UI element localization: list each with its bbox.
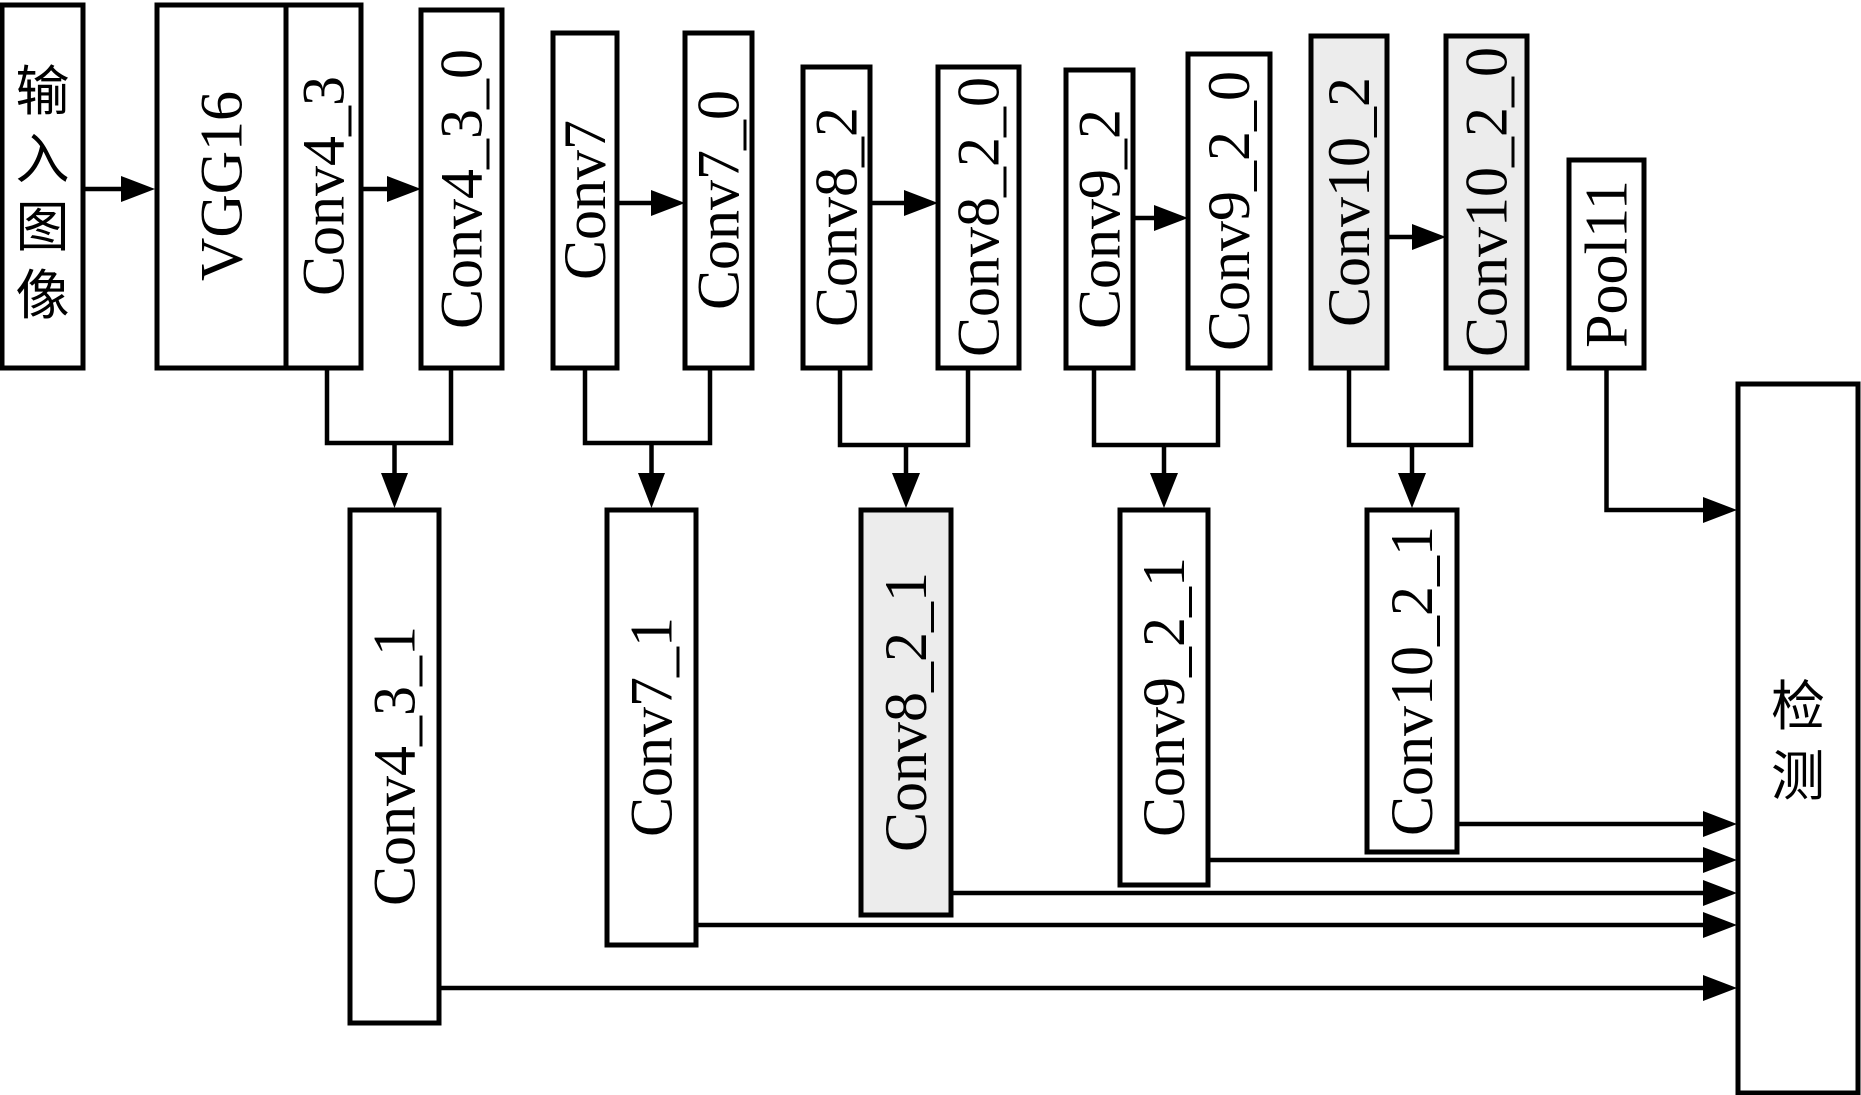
conv7-1-box — [604, 507, 699, 948]
input-char-3: 图 — [16, 196, 70, 259]
arrowhead-conv8-2-conv8-2-0 — [904, 190, 938, 216]
conv7-1-label: Conv7_1 — [619, 617, 685, 837]
merge-conv9-2 — [1091, 368, 1221, 448]
merge-conv4-3 — [324, 368, 454, 446]
merge-conv8-2-arrowhead — [892, 473, 920, 508]
conv10-2-0-box — [1443, 33, 1530, 371]
conv10-2-1-box — [1364, 507, 1460, 855]
arrowhead-conv4-3-conv4-3-0 — [387, 176, 421, 202]
conv4-3-1-box — [347, 507, 442, 1026]
conv10-2-label: Conv10_2 — [1316, 77, 1382, 327]
detect-label: 检 测 — [1771, 675, 1825, 808]
conv8-2-box — [800, 64, 873, 371]
conv4-3-0-label: Conv4_3_0 — [429, 49, 495, 329]
conv10-2-1-label: Conv10_2_1 — [1379, 526, 1445, 836]
conv10-2-1-to-detect-arrowhead — [1703, 811, 1737, 837]
input-char-2: 入 — [16, 128, 70, 191]
arrowhead-input-vgg16 — [121, 176, 155, 202]
conv9-2-1-box — [1117, 507, 1211, 888]
detect-box — [1735, 381, 1861, 1095]
conv4-3-label: Conv4_3 — [291, 76, 357, 296]
pool11-to-detect-arrowhead — [1703, 497, 1737, 523]
merge-conv10-2-arrowhead — [1398, 473, 1426, 508]
detect-char-2: 测 — [1771, 745, 1825, 808]
merge-conv7-arrowhead — [638, 473, 665, 508]
input-char-4: 像 — [16, 264, 70, 327]
conv7-0-label: Conv7_0 — [686, 90, 752, 310]
detect-char-1: 检 — [1771, 675, 1825, 738]
merge-conv4-3-arrowhead — [381, 473, 408, 508]
conv7-0-box — [682, 30, 755, 371]
input-label: 输 入 图 像 — [16, 60, 70, 327]
conv8-2-1-box — [858, 507, 954, 918]
merge-connectors — [324, 368, 1474, 508]
conv4-3-1-to-detect-arrowhead — [1703, 975, 1737, 1001]
conv9-2-label: Conv9_2 — [1067, 109, 1133, 329]
conv9-2-0-box — [1185, 51, 1273, 371]
merge-conv9-2-arrowhead — [1150, 473, 1178, 508]
pool11-label: Pool11 — [1574, 180, 1640, 348]
conv8-2-1-label: Conv8_2_1 — [873, 572, 939, 852]
detect-arrows — [439, 811, 1737, 1001]
conv8-2-0-box — [935, 64, 1022, 371]
merge-conv10-2 — [1346, 368, 1474, 448]
input-box — [0, 2, 86, 371]
conv8-2-label: Conv8_2 — [804, 107, 870, 327]
arrowhead-conv7-conv7-0 — [651, 190, 685, 216]
conv7-label: Conv7 — [552, 120, 618, 280]
conv8-2-1-to-detect-arrowhead — [1703, 880, 1737, 906]
conv4-3-1-label: Conv4_3_1 — [362, 626, 428, 906]
pool11-to-detect — [1604, 368, 1706, 513]
conv9-2-0-label: Conv9_2_0 — [1196, 71, 1262, 351]
vgg16-box — [154, 2, 364, 371]
conv7-1-to-detect-arrowhead — [1703, 912, 1737, 938]
input-char-1: 输 — [16, 60, 70, 123]
conv9-2-1-label: Conv9_2_1 — [1131, 557, 1197, 837]
arrowhead-conv10-2-conv10-2-0 — [1412, 224, 1446, 250]
merge-conv8-2 — [837, 368, 971, 448]
arrowhead-conv9-2-conv9-2-0 — [1154, 205, 1188, 231]
conv9-2-1-to-detect-arrowhead — [1703, 847, 1737, 873]
merge-conv7 — [582, 368, 713, 446]
conv8-2-0-label: Conv8_2_0 — [946, 77, 1012, 357]
top-arrows — [83, 176, 1446, 250]
vgg16-label: VGG16 — [189, 91, 255, 281]
conv10-2-0-label: Conv10_2_0 — [1454, 47, 1520, 357]
